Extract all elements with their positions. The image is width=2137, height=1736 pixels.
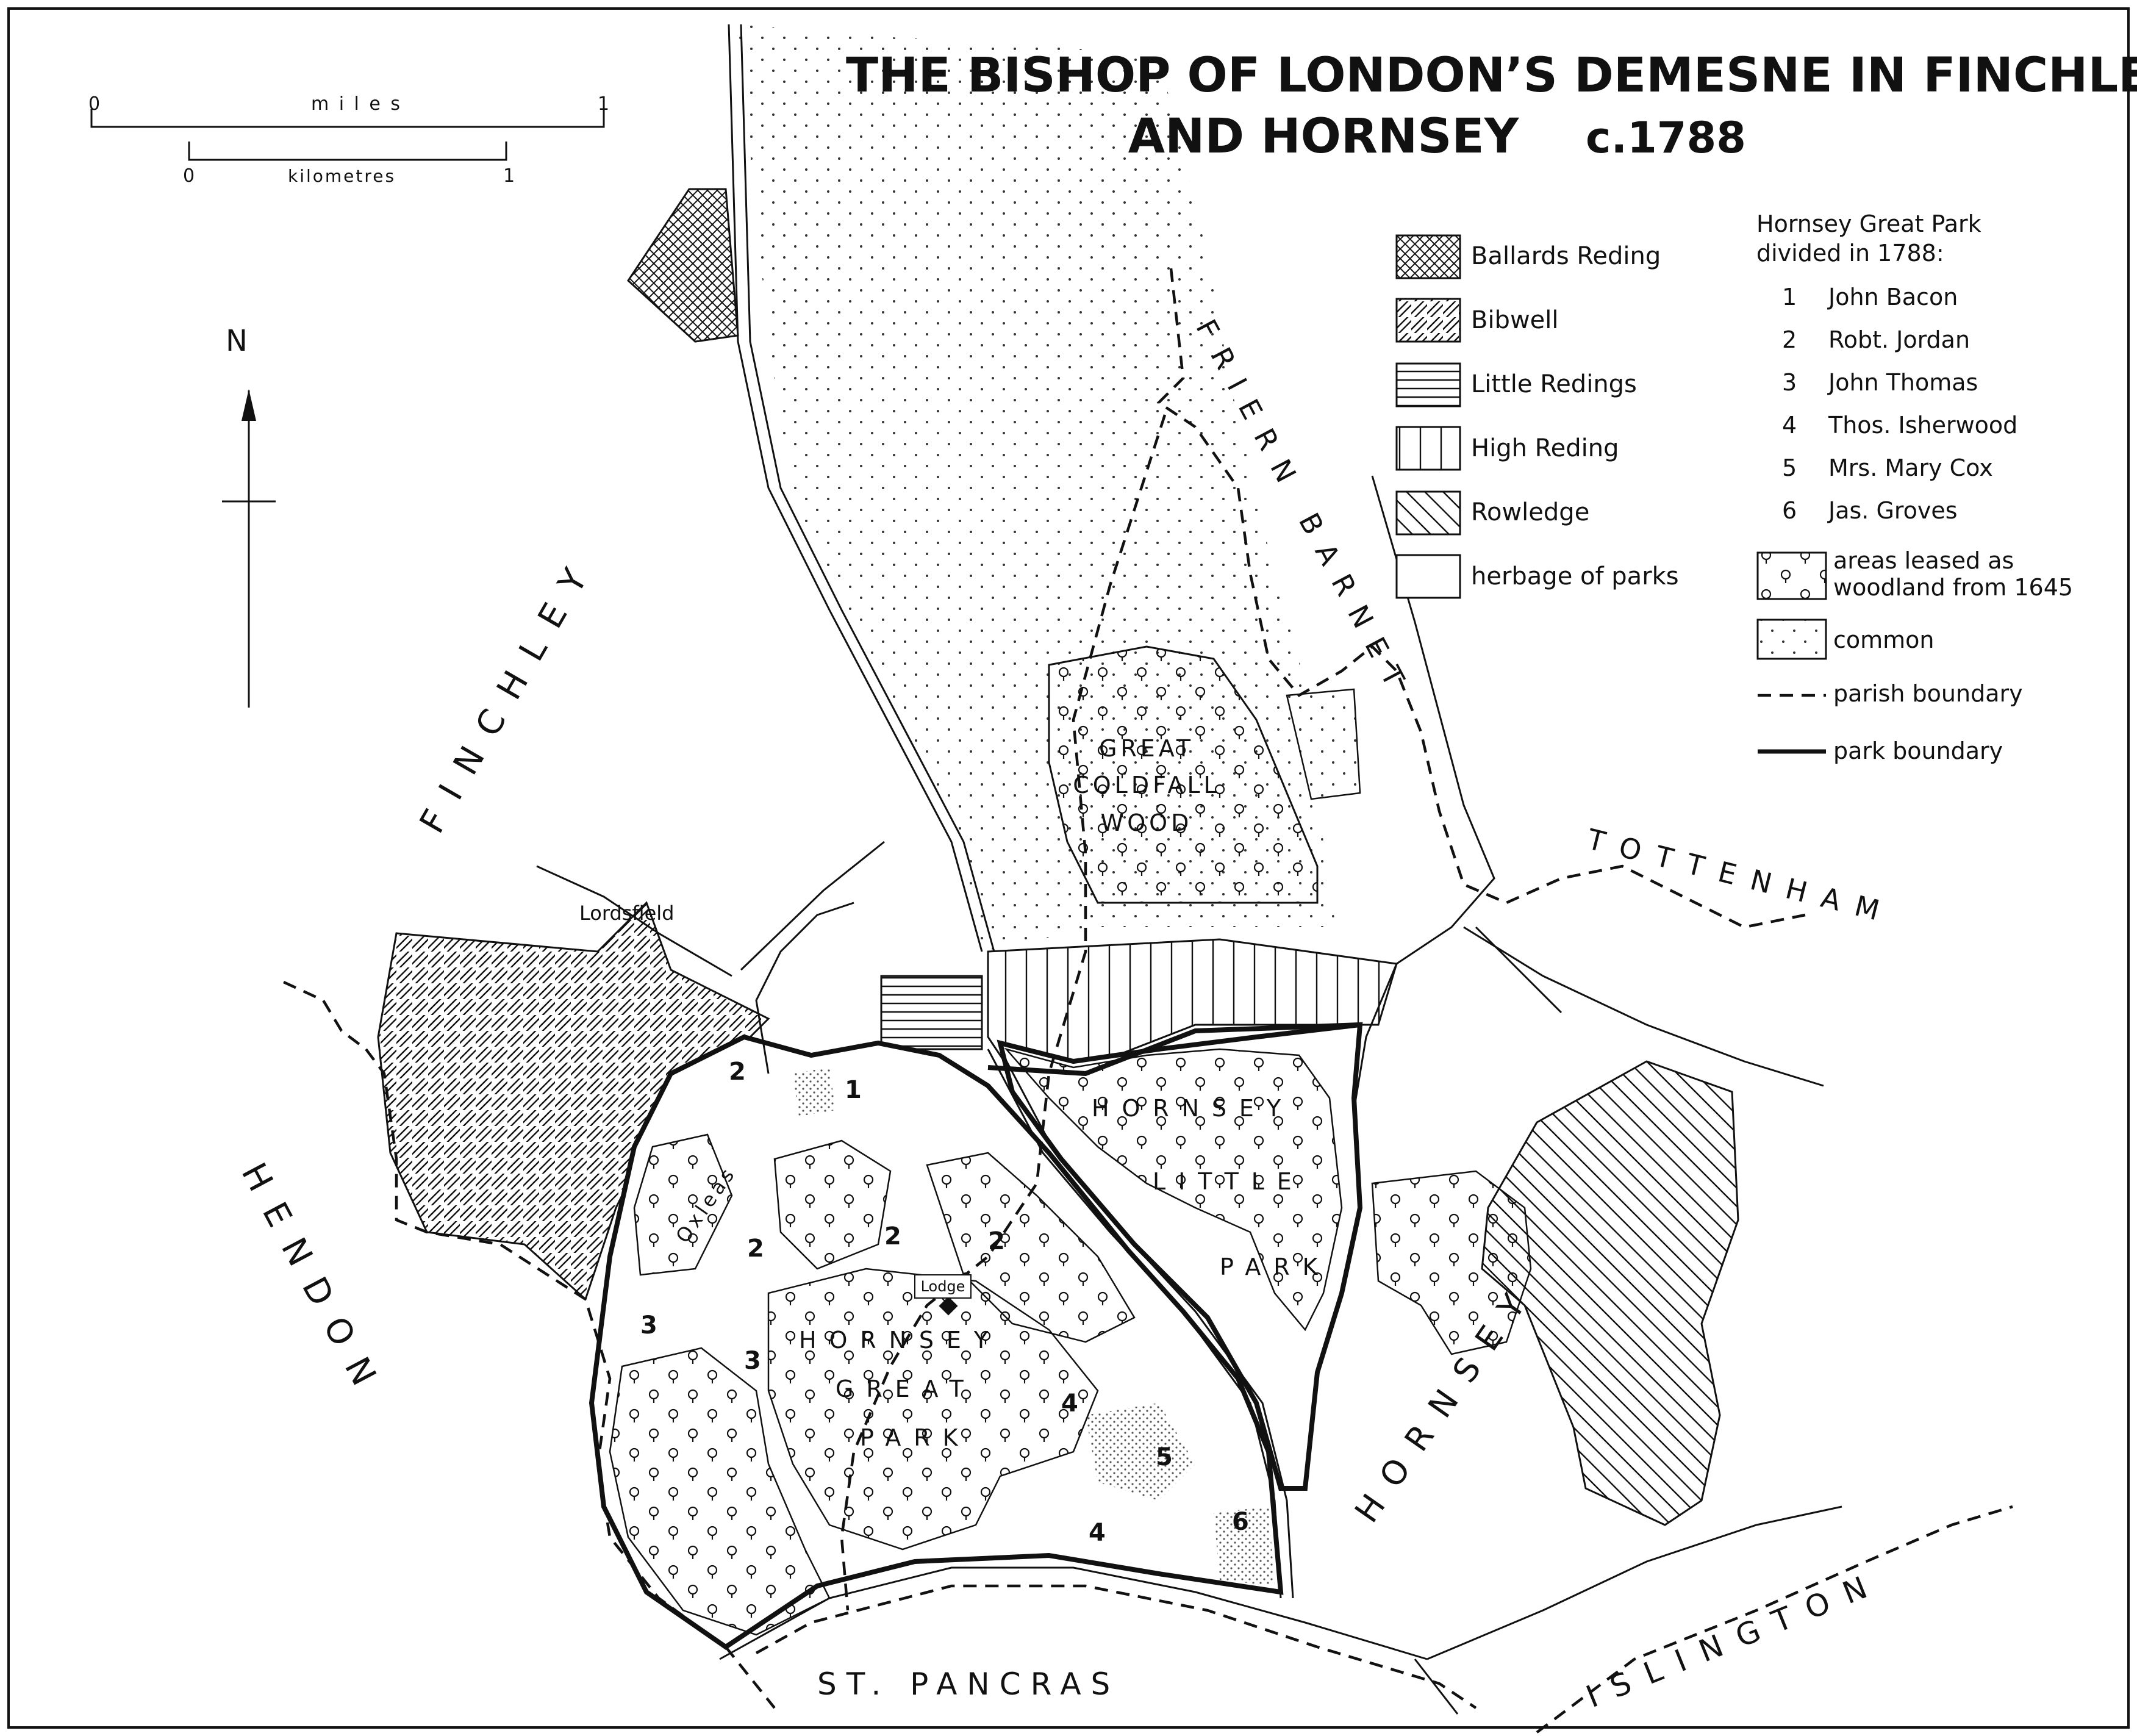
legend-division-num: 4 bbox=[1782, 412, 1797, 439]
plot-number: 4 bbox=[1061, 1390, 1078, 1418]
plot-number: 2 bbox=[884, 1222, 901, 1250]
parish-boundaries bbox=[283, 268, 2013, 1734]
legend-division-num: 2 bbox=[1782, 326, 1797, 353]
woodland-hornsey-east bbox=[1371, 1170, 1532, 1355]
place-label-lodge: Lodge bbox=[921, 1278, 965, 1295]
legend-rowledge: Rowledge bbox=[1471, 498, 1589, 526]
legend-division-num: 5 bbox=[1782, 454, 1797, 481]
map-title-line1: THE BISHOP OF LONDON’S DEMESNE IN FINCHL… bbox=[846, 48, 2137, 103]
map-title-date: c.1788 bbox=[1586, 113, 1746, 163]
herbage-patch-6 bbox=[1214, 1507, 1275, 1586]
park-boundary-north bbox=[987, 1022, 1361, 1077]
scale-miles-end: 1 bbox=[598, 93, 609, 115]
little-redings-area bbox=[880, 975, 983, 1050]
legend-bibwell: Bibwell bbox=[1471, 306, 1559, 334]
plot-number: 6 bbox=[1232, 1508, 1249, 1536]
little-park-woodland bbox=[1004, 1047, 1343, 1332]
legend-division-num: 3 bbox=[1782, 369, 1797, 396]
great-park-woodland-north bbox=[773, 1139, 892, 1270]
legend-parish-boundary: parish boundary bbox=[1833, 680, 2023, 707]
ballards-reding-area bbox=[627, 188, 739, 343]
plot-number: 4 bbox=[1089, 1519, 1106, 1547]
scale-bar: 0 miles 1 0 kilometres 1 bbox=[88, 93, 609, 187]
plot-number: 3 bbox=[744, 1347, 761, 1375]
place-label-hornsey-little-park-1: HORNSEY bbox=[1092, 1095, 1294, 1122]
legend-division-name: John Thomas bbox=[1827, 369, 1978, 396]
place-label-hornsey-great-park-1: HORNSEY bbox=[799, 1327, 1001, 1354]
legend-little-redings: Little Redings bbox=[1471, 370, 1637, 398]
legend-woodland-2: woodland from 1645 bbox=[1833, 574, 2073, 601]
scale-miles-start: 0 bbox=[88, 93, 100, 115]
legend-division-name: Jas. Groves bbox=[1827, 497, 1958, 524]
legend-division-name: Mrs. Mary Cox bbox=[1828, 454, 1993, 481]
legend-common: common bbox=[1833, 626, 1935, 653]
parish-label-st-pancras: ST. PANCRAS bbox=[817, 1666, 1120, 1702]
scale-km-label: kilometres bbox=[288, 166, 396, 186]
place-label-great-coldfall-3: WOOD bbox=[1101, 809, 1193, 836]
plot-number: 2 bbox=[747, 1235, 764, 1263]
great-park-woodland-nw bbox=[633, 1133, 733, 1276]
roads bbox=[536, 24, 1842, 1715]
plot-number: 3 bbox=[640, 1311, 657, 1340]
legend-division-title-1: Hornsey Great Park bbox=[1756, 210, 1981, 237]
place-label-great-coldfall-2: COLDFALL bbox=[1073, 772, 1220, 798]
lodge-label-box bbox=[914, 1274, 972, 1299]
great-coldfall-wood bbox=[1048, 645, 1319, 904]
place-label-hornsey-little-park-2: LITTLE bbox=[1153, 1168, 1305, 1195]
plot-number: 2 bbox=[729, 1058, 746, 1086]
legend-woodland-1: areas leased as bbox=[1833, 547, 2014, 574]
plot-number: 1 bbox=[845, 1076, 862, 1104]
herbage-patch-5 bbox=[1086, 1403, 1195, 1501]
place-label-lordsfield: Lordsfield bbox=[579, 902, 674, 925]
map-legend: Ballards Reding Bibwell Little Redings H… bbox=[1395, 210, 2073, 764]
north-label: N bbox=[226, 324, 248, 358]
legend-herbage: herbage of parks bbox=[1471, 562, 1679, 590]
place-label-hornsey-great-park-3: PARK bbox=[860, 1424, 970, 1451]
legend-ballards-reding: Ballards Reding bbox=[1471, 242, 1661, 270]
scale-km-start: 0 bbox=[183, 165, 195, 187]
north-arrow: N bbox=[222, 324, 276, 708]
scale-miles-label: miles bbox=[311, 93, 410, 115]
place-label-hornsey-little-park-3: PARK bbox=[1220, 1254, 1330, 1280]
legend-division-title-2: divided in 1788: bbox=[1756, 240, 1944, 267]
plot-number: 5 bbox=[1156, 1443, 1173, 1471]
plot-number: 2 bbox=[988, 1227, 1005, 1255]
scale-km-end: 1 bbox=[503, 165, 515, 187]
legend-division-name: John Bacon bbox=[1827, 284, 1958, 310]
legend-division-num: 1 bbox=[1782, 284, 1797, 310]
place-label-great-coldfall-1: GREAT bbox=[1099, 735, 1194, 762]
legend-division-num: 6 bbox=[1782, 497, 1797, 524]
legend-division-name: Thos. Isherwood bbox=[1828, 412, 2017, 439]
legend-division-name: Robt. Jordan bbox=[1828, 326, 1970, 353]
map-title-line2: AND HORNSEY bbox=[1128, 109, 1520, 164]
great-park-woodland-ne bbox=[926, 1152, 1136, 1343]
common-patch-east bbox=[1286, 688, 1361, 800]
place-label-hornsey-great-park-2: GREAT bbox=[836, 1376, 976, 1402]
lodge-marker bbox=[939, 1296, 958, 1316]
herbage-patch-1 bbox=[793, 1067, 836, 1116]
high-reding-area bbox=[987, 938, 1398, 1075]
legend-park-boundary: park boundary bbox=[1833, 737, 2003, 764]
legend-high-reding: High Reding bbox=[1471, 434, 1619, 462]
